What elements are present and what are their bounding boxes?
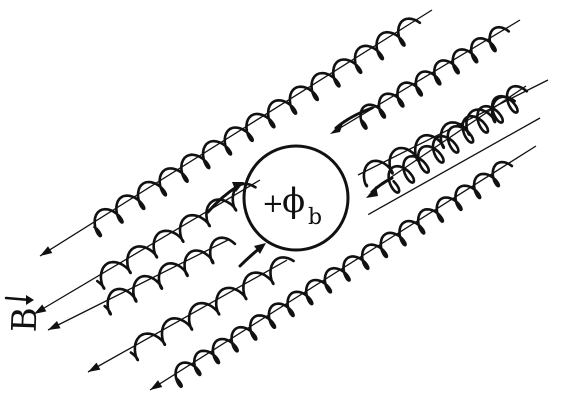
field-line-arrowhead: [40, 246, 52, 256]
inward-arrow-right-head: [366, 186, 378, 198]
magnetic-field-label: B: [5, 295, 46, 333]
gyration-helix: [97, 184, 255, 289]
field-label-vector-arrowhead: [26, 295, 34, 305]
gyration-helix: [95, 19, 420, 237]
particle-subscript: b: [308, 205, 322, 230]
gyration-helix: [389, 86, 527, 192]
particle-symbol: ϕ: [282, 181, 305, 221]
field-line-arrowhead: [88, 363, 100, 372]
field-line-arrowhead: [48, 321, 61, 330]
field-label-b: B: [5, 306, 46, 332]
field-line-arrowhead: [150, 380, 162, 390]
particle-sign: +: [262, 189, 284, 219]
particle-circle-group: + ϕ b: [244, 146, 348, 250]
inward-arrow-lower-left: [240, 248, 260, 266]
field-line: [88, 118, 540, 372]
